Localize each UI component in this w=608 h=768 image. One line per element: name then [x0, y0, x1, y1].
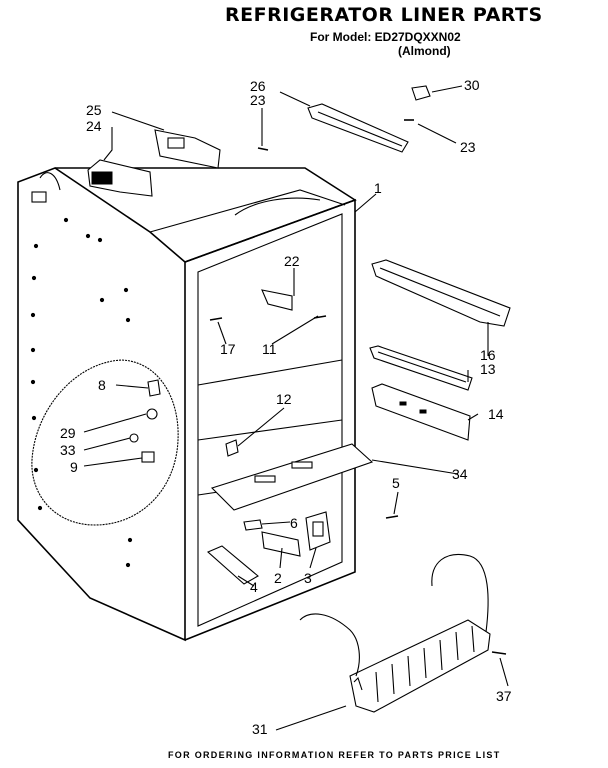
- callout-6: 6: [290, 515, 298, 531]
- screw-5: [385, 515, 399, 519]
- fitting-8: [147, 379, 161, 397]
- callout-23-top: 23: [250, 92, 266, 108]
- callout-33: 33: [60, 442, 76, 458]
- callout-37: 37: [496, 688, 512, 704]
- control-3: [305, 511, 331, 551]
- model-color: (Almond): [398, 44, 451, 58]
- clip-30: [411, 85, 431, 101]
- callout-25: 25: [86, 102, 102, 118]
- model-number: For Model: ED27DQXXN02: [310, 30, 461, 44]
- top-rail-26: [307, 103, 409, 153]
- callout-8: 8: [98, 377, 106, 393]
- callout-2: 2: [274, 570, 282, 586]
- callout-17: 17: [220, 341, 236, 357]
- leader-lines: [83, 85, 509, 731]
- callout-4: 4: [250, 579, 258, 595]
- callout-13: 13: [480, 361, 496, 377]
- callout-24: 24: [86, 118, 102, 134]
- screw-23a: [257, 147, 269, 151]
- knob-29: [146, 408, 158, 420]
- clip-12: [225, 439, 239, 457]
- fitting-6: [243, 519, 263, 531]
- callout-12: 12: [276, 391, 292, 407]
- screw-17: [209, 317, 223, 321]
- tray-4: [206, 545, 259, 585]
- callout-11: 11: [262, 341, 277, 357]
- heater-31: [299, 554, 491, 713]
- callout-5: 5: [392, 475, 400, 491]
- callout-30: 30: [464, 77, 480, 93]
- callout-9: 9: [70, 459, 78, 475]
- callout-26: 26: [250, 78, 266, 94]
- vent-cover-25: [154, 129, 221, 169]
- callout-29: 29: [60, 425, 76, 441]
- bracket-14: [371, 383, 471, 441]
- ordering-note: FOR ORDERING INFORMATION REFER TO PARTS …: [168, 750, 501, 760]
- clip-9: [141, 451, 155, 463]
- vent-housing-24: [39, 159, 153, 197]
- bracket-22: [261, 289, 293, 311]
- clip-37: [491, 651, 507, 655]
- callout-labels: 1 2 3 4 5 6 8 9 11 12 13 14 16 17 22 23 …: [60, 77, 512, 737]
- rail-13: [369, 345, 473, 391]
- callout-16: 16: [480, 347, 496, 363]
- callout-34: 34: [452, 466, 468, 482]
- callout-31: 31: [252, 721, 268, 737]
- part-33: [129, 433, 139, 443]
- callout-14: 14: [488, 406, 504, 422]
- callout-23-right: 23: [460, 139, 476, 155]
- callout-22: 22: [284, 253, 300, 269]
- damper-2: [261, 531, 301, 557]
- duct-34: [210, 443, 374, 511]
- page-title: REFRIGERATOR LINER PARTS: [225, 4, 543, 26]
- callout-3: 3: [304, 570, 312, 586]
- detail-circle: [31, 359, 179, 526]
- shelf-16: [371, 259, 511, 327]
- callout-1: 1: [374, 180, 382, 196]
